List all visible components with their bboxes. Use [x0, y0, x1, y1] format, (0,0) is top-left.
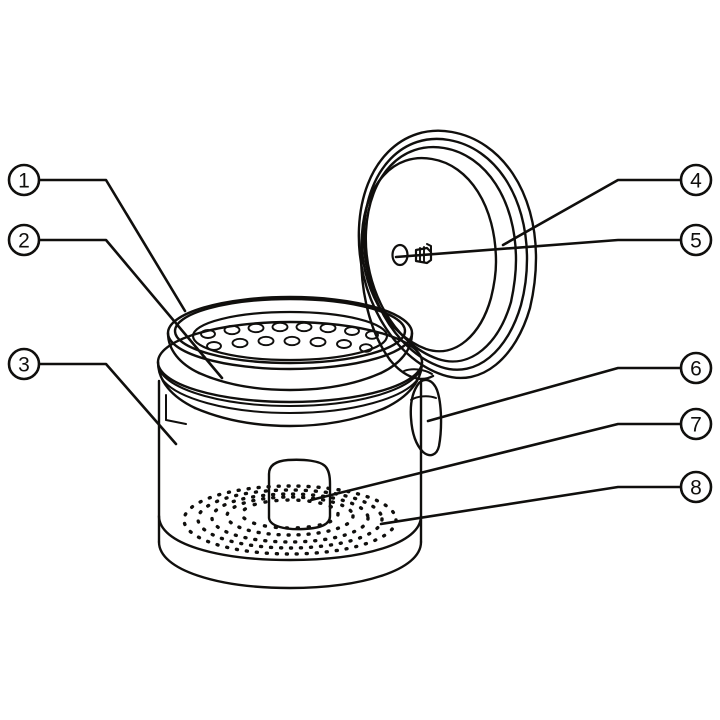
- callout-2[interactable]: 2: [7, 223, 41, 257]
- collar-seam-1: [161, 378, 419, 414]
- rim-wall-right: [379, 331, 414, 375]
- rim-wall-left: [166, 331, 201, 375]
- leader-line-2: [37, 238, 224, 380]
- hinge-top-lip: [403, 368, 433, 375]
- drawing-linework: [156, 129, 538, 590]
- hinge-seam: [410, 395, 437, 401]
- callout-8[interactable]: 8: [679, 470, 713, 504]
- callout-2-circle[interactable]: [7, 223, 41, 257]
- callout-4[interactable]: 4: [679, 163, 713, 197]
- callout-badges: 1 2 3 4 5 6 7 8: [7, 163, 713, 504]
- callout-3-label: 3: [18, 354, 30, 377]
- callout-6[interactable]: 6: [679, 351, 713, 385]
- perf-ring-inner: [240, 498, 340, 530]
- body-bottom-arc: [157, 540, 423, 590]
- collar-seam-2: [159, 370, 421, 407]
- leader-line-6: [426, 366, 683, 423]
- hinge-body: [409, 378, 443, 457]
- leader-line-1: [37, 178, 187, 313]
- callout-8-label: 8: [690, 477, 702, 500]
- valve-body: [414, 246, 433, 265]
- callout-7-label: 7: [690, 414, 702, 437]
- callout-5[interactable]: 5: [679, 223, 713, 257]
- lid-inner-face: [360, 156, 498, 353]
- callout-2-label: 2: [18, 230, 30, 253]
- callout-3[interactable]: 3: [7, 347, 41, 381]
- control-panel-outline: [267, 458, 332, 531]
- collar-left-wall: [156, 360, 197, 410]
- callout-4-circle[interactable]: [679, 163, 713, 197]
- valve-cap: [426, 243, 432, 253]
- callout-7[interactable]: 7: [679, 407, 713, 441]
- rim-inner-ellipse: [173, 297, 407, 365]
- lid-ring-3: [364, 145, 518, 363]
- callout-6-label: 6: [690, 358, 702, 381]
- perf-ring-2: [196, 488, 384, 550]
- leader-lines: [37, 178, 683, 526]
- pot-rim: [166, 295, 414, 392]
- callout-1[interactable]: 1: [7, 163, 41, 197]
- callout-7-circle[interactable]: [679, 407, 713, 441]
- perf-ring-3: [210, 492, 370, 544]
- leader-line-4: [501, 178, 683, 247]
- callout-1-label: 1: [18, 170, 30, 193]
- body-notch-bottom: [165, 419, 187, 425]
- steamer-hole-row-lower: [206, 335, 373, 353]
- front-control-panel: [267, 458, 332, 531]
- callout-8-circle[interactable]: [679, 470, 713, 504]
- body-base-band: [157, 514, 423, 562]
- leader-line-8: [379, 485, 683, 526]
- lid-ring-2: [362, 137, 529, 371]
- leader-line-7: [309, 422, 683, 502]
- leader-line-5: [394, 238, 683, 259]
- callout-5-circle[interactable]: [679, 223, 713, 257]
- collar-right-wall: [383, 360, 424, 410]
- collar-bottom-arc: [193, 406, 387, 428]
- callout-3-circle[interactable]: [7, 347, 41, 381]
- rim-wall-bottom: [197, 371, 383, 392]
- pot-collar: [156, 320, 424, 428]
- callout-4-label: 4: [690, 170, 702, 193]
- callout-6-circle[interactable]: [679, 351, 713, 385]
- perf-ring-outer: [182, 484, 398, 556]
- base-perforation-ring: [182, 484, 398, 556]
- lid-hinge-bracket: [403, 368, 443, 457]
- perf-ring-4: [225, 495, 355, 537]
- pot-body: [157, 379, 423, 590]
- leader-line-3: [37, 362, 178, 446]
- callout-1-circle[interactable]: [7, 163, 41, 197]
- callout-5-label: 5: [690, 230, 702, 253]
